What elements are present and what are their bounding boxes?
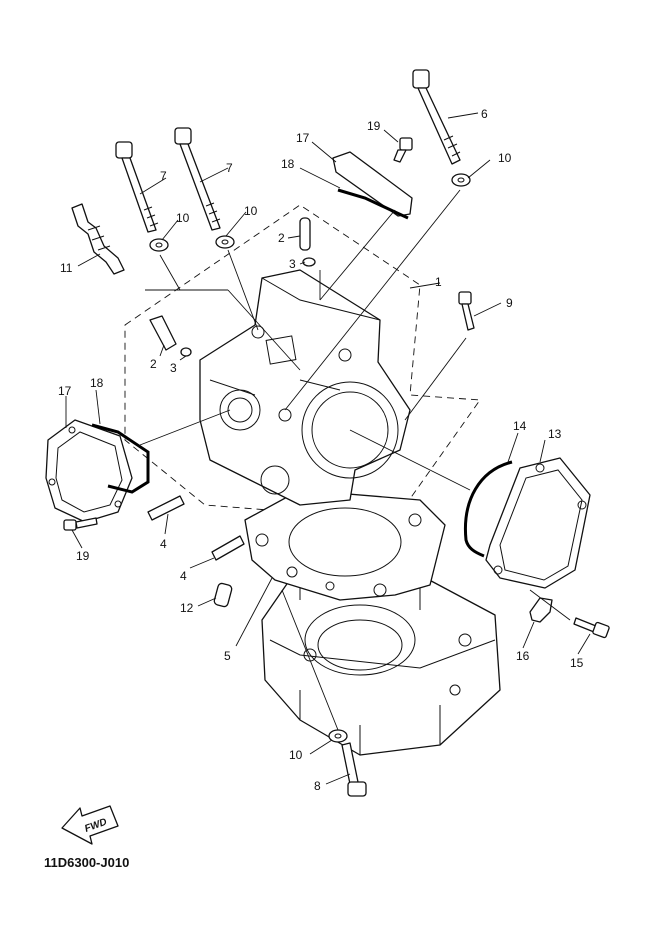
cover-plate-top: [332, 151, 413, 220]
callout-4: 4: [180, 569, 187, 583]
callout-17: 17: [58, 384, 72, 398]
callout-14: 14: [513, 419, 527, 433]
fwd-arrow-icon: FWD: [61, 805, 119, 845]
callout-17: 17: [296, 131, 310, 145]
o-ring-top: [337, 188, 409, 220]
callout-3: 3: [170, 361, 177, 375]
o-ring-left: [91, 423, 150, 494]
spark-plug-icon: [71, 203, 125, 275]
dowel-pins: [147, 217, 316, 608]
callout-10: 10: [244, 204, 258, 218]
callout-9: 9: [506, 296, 513, 310]
right-cover: [463, 457, 591, 589]
callout-12: 12: [180, 601, 194, 615]
leader-lines: [65, 112, 591, 785]
bolt-icon: [63, 69, 610, 797]
cylinder-head: [199, 269, 411, 506]
diagram-code: 11D6300-J010: [44, 855, 130, 870]
callout-19: 19: [76, 549, 90, 563]
callout-4: 4: [160, 537, 167, 551]
cylinder-block: [261, 564, 501, 756]
callout-15: 15: [570, 656, 584, 670]
callout-2: 2: [278, 231, 285, 245]
callout-1: 1: [435, 275, 442, 289]
washer-icon: [149, 173, 471, 743]
callout-10: 10: [498, 151, 512, 165]
callout-16: 16: [516, 649, 530, 663]
callout-18: 18: [90, 376, 104, 390]
callout-3: 3: [289, 257, 296, 271]
callout-6: 6: [481, 107, 488, 121]
callout-10: 10: [176, 211, 190, 225]
callout-7: 7: [160, 169, 167, 183]
callout-19: 19: [367, 119, 381, 133]
cylinder-head-gasket: [244, 489, 446, 601]
callout-8: 8: [314, 779, 321, 793]
callout-10: 10: [289, 748, 303, 762]
callout-18: 18: [281, 157, 295, 171]
callout-11: 11: [60, 261, 73, 275]
o-ring-right: [463, 460, 513, 558]
callout-13: 13: [548, 427, 562, 441]
bracket: [529, 597, 553, 623]
cover-plate-left: [45, 419, 150, 523]
callout-7: 7: [226, 161, 233, 175]
callout-2: 2: [150, 357, 157, 371]
callout-labels: 1 2 2 3 3 4 4 5 6 7 7 8 9 10 10 10 10 11…: [58, 107, 584, 793]
callout-5: 5: [224, 649, 231, 663]
